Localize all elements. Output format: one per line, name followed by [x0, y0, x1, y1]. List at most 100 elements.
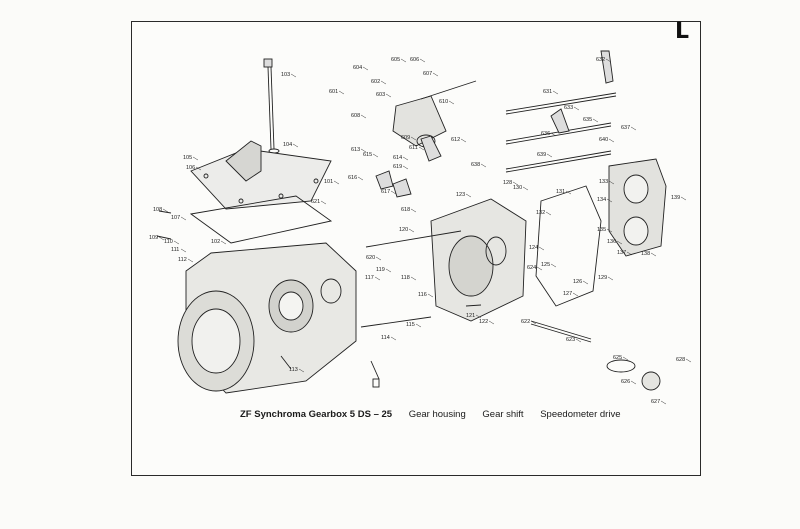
- callout-leader-623: [575, 338, 582, 343]
- callout-128: 128: [503, 180, 512, 186]
- callout-leader-117: [374, 276, 381, 281]
- callout-114: 114: [381, 335, 390, 341]
- callout-618: 618: [401, 207, 410, 213]
- callout-leader-606: [419, 58, 426, 63]
- callout-leader-633: [573, 106, 580, 111]
- callout-leader-112: [187, 258, 194, 263]
- callout-121: 121: [466, 313, 475, 319]
- callout-120: 120: [399, 227, 408, 233]
- callout-leader-134: [606, 198, 613, 203]
- caption-item-speedometer-drive: Speedometer drive: [540, 409, 621, 420]
- callout-leader-131: [565, 190, 572, 195]
- callout-126: 126: [573, 279, 582, 285]
- top-cover-illustration: [190, 140, 332, 210]
- callout-609: 609: [401, 135, 410, 141]
- callout-leader-111: [180, 248, 187, 253]
- callout-105: 105: [183, 155, 192, 161]
- callout-636: 636: [541, 131, 550, 137]
- callout-613: 613: [351, 147, 360, 153]
- callout-102: 102: [211, 239, 220, 245]
- callout-640: 640: [599, 137, 608, 143]
- callout-639: 639: [537, 152, 546, 158]
- callout-119: 119: [376, 267, 385, 273]
- callout-leader-608: [360, 114, 367, 119]
- callout-115: 115: [406, 322, 415, 328]
- callout-leader-101: [333, 180, 340, 185]
- callout-122: 122: [479, 319, 488, 325]
- callout-606: 606: [410, 57, 419, 63]
- speedometer-drive-illustration: [530, 320, 661, 391]
- callout-109: 109: [149, 235, 158, 241]
- callout-leader-619: [402, 165, 409, 170]
- callout-leader-632: [605, 58, 612, 63]
- callout-leader-119: [385, 268, 392, 273]
- shift-shaft-illustration: [365, 230, 462, 248]
- callout-601: 601: [329, 89, 338, 95]
- callout-104: 104: [283, 142, 292, 148]
- fasteners-illustration: [156, 210, 482, 388]
- callout-615: 615: [363, 152, 372, 158]
- callout-leader-125: [550, 263, 557, 268]
- callout-leader-626: [630, 380, 637, 385]
- callout-leader-617: [390, 190, 397, 195]
- callout-leader-604: [362, 66, 369, 71]
- callout-125: 125: [541, 262, 550, 268]
- callout-614: 614: [393, 155, 402, 161]
- callout-leader-628: [685, 358, 692, 363]
- selector-rod-illustration: [360, 316, 432, 328]
- callout-136: 136: [607, 239, 616, 245]
- callout-604: 604: [353, 65, 362, 71]
- callout-leader-618: [410, 208, 417, 213]
- section-letter: L: [675, 19, 690, 44]
- callout-110: 110: [164, 239, 173, 245]
- callout-133: 133: [599, 179, 608, 185]
- callout-106: 106: [186, 165, 195, 171]
- callout-leader-639: [546, 153, 553, 158]
- main-housing-illustration: [177, 242, 357, 394]
- callout-624: 624: [527, 265, 536, 271]
- callout-leader-116: [427, 293, 434, 298]
- callout-leader-640: [608, 138, 615, 143]
- callout-leader-121: [475, 314, 482, 319]
- callout-leader-126: [582, 280, 589, 285]
- callout-leader-139: [680, 196, 687, 201]
- callout-leader-127: [572, 292, 579, 297]
- callout-leader-612: [460, 138, 467, 143]
- callout-leader-124: [538, 246, 545, 251]
- callout-132: 132: [536, 210, 545, 216]
- callout-124: 124: [529, 245, 538, 251]
- callout-leader-603: [385, 93, 392, 98]
- callout-103: 103: [281, 72, 290, 78]
- callout-leader-607: [432, 72, 439, 77]
- callout-leader-620: [375, 256, 382, 261]
- callout-627: 627: [651, 399, 660, 405]
- callout-135: 135: [597, 227, 606, 233]
- callout-leader-614: [402, 156, 409, 161]
- callout-107: 107: [171, 215, 180, 221]
- callout-628: 628: [676, 357, 685, 363]
- housing-gasket-illustration: [535, 185, 602, 307]
- callout-leader-136: [616, 240, 623, 245]
- callout-leader-118: [410, 276, 417, 281]
- callout-leader-637: [630, 126, 637, 131]
- callout-619: 619: [393, 164, 402, 170]
- callout-130: 130: [513, 185, 522, 191]
- callout-637: 637: [621, 125, 630, 131]
- callout-leader-110: [173, 240, 180, 245]
- callout-612: 612: [451, 137, 460, 143]
- callout-131: 131: [556, 189, 565, 195]
- callout-leader-122: [488, 320, 495, 325]
- callout-leader-123: [465, 193, 472, 198]
- callout-leader-638: [480, 163, 487, 168]
- callout-leader-138: [650, 252, 657, 257]
- callout-118: 118: [401, 275, 410, 281]
- callout-129: 129: [598, 275, 607, 281]
- callout-leader-615: [372, 153, 379, 158]
- diagram-frame: [131, 21, 701, 476]
- callout-leader-102: [220, 240, 227, 245]
- callout-117: 117: [365, 275, 374, 281]
- callout-leader-115: [415, 323, 422, 328]
- exploded-view-drawing: 6016026036046056066076086096106116126136…: [149, 50, 692, 405]
